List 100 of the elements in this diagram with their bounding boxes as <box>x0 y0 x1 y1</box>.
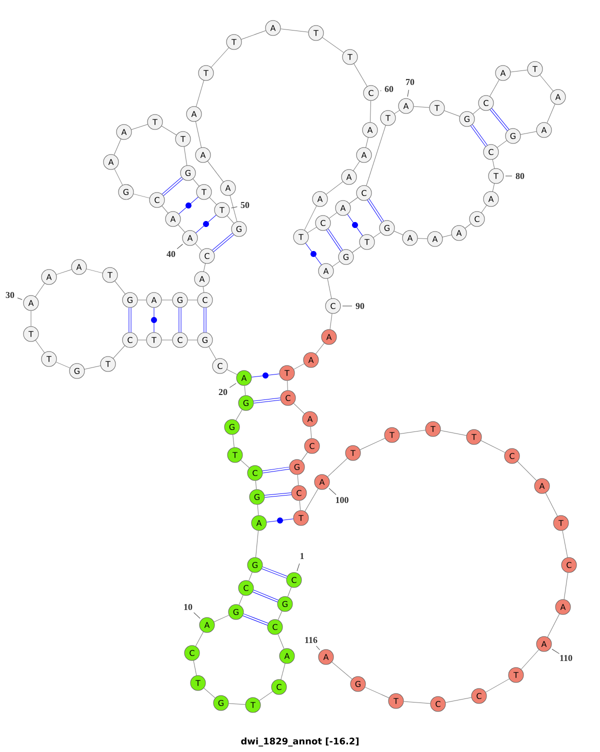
backbone-line <box>56 269 72 275</box>
backbone-line <box>184 146 188 166</box>
backbone-line <box>297 474 299 486</box>
backbone-line <box>162 206 168 214</box>
backbone-line <box>192 178 200 186</box>
backbone-line <box>204 688 216 698</box>
backbone-line <box>244 385 246 396</box>
position-number: 20 <box>218 383 236 396</box>
backbone-line <box>35 283 45 297</box>
backbone-line <box>232 434 234 448</box>
backbone-line <box>56 362 70 368</box>
backbone-line <box>394 230 404 236</box>
backbone-line <box>248 572 252 582</box>
backbone-line <box>490 80 500 96</box>
backbone-line <box>360 438 386 450</box>
backbone-line <box>209 197 217 205</box>
backbone-line <box>195 243 202 251</box>
backbone-line <box>547 614 560 638</box>
backbone-line <box>486 678 510 692</box>
backbone-line <box>280 28 309 32</box>
backbone-line <box>304 488 318 512</box>
backbone-line <box>210 48 230 68</box>
position-number: 90 <box>342 302 364 310</box>
backbone-line <box>133 194 150 198</box>
backbone-line <box>293 403 305 414</box>
backbone-line <box>214 614 230 622</box>
base-pair-line <box>151 308 157 332</box>
backbone-line <box>114 280 126 294</box>
backbone-line <box>445 697 472 703</box>
position-number: 100 <box>328 488 348 504</box>
backbone-line <box>492 159 495 169</box>
backbone-line <box>330 313 332 330</box>
backbone-line <box>492 183 495 192</box>
backbone-line <box>517 461 537 481</box>
base-pair-line <box>367 198 384 222</box>
backbone-line <box>497 140 507 148</box>
backbone-line <box>207 160 224 182</box>
backbone-line <box>316 342 324 354</box>
base-pair-line <box>490 108 510 131</box>
backbone-line <box>236 409 242 421</box>
backbone-line <box>399 430 426 434</box>
position-number: 30 <box>6 292 22 300</box>
backbone-line <box>480 440 506 453</box>
base-pair-line <box>326 228 343 252</box>
backbone-line <box>287 587 292 597</box>
backbone-line <box>440 430 467 436</box>
backbone-line <box>238 594 244 606</box>
backbone-line <box>328 212 338 219</box>
position-number: 40 <box>166 244 183 258</box>
backbone-line <box>322 37 344 53</box>
backbone-line <box>30 310 32 326</box>
base-pair-line <box>262 566 288 578</box>
backbone-line <box>178 224 186 232</box>
backbone-line <box>294 363 304 370</box>
backbone-line <box>562 530 568 558</box>
base-pair-line <box>204 308 206 332</box>
backbone-line <box>240 460 250 468</box>
position-number: 116 <box>305 636 320 650</box>
backbone-line <box>481 205 487 213</box>
caption: dwi_1829_annot [-16.2] <box>241 738 359 746</box>
backbone-line <box>255 480 257 490</box>
backbone-line <box>280 663 286 680</box>
backbone-line <box>195 121 202 148</box>
backbone-line <box>364 686 390 698</box>
backbone-line <box>226 369 238 375</box>
backbone-line <box>349 197 358 204</box>
base-pair-line <box>178 308 182 332</box>
position-number: 50 <box>231 202 250 208</box>
backbone-line <box>226 216 234 224</box>
base-pair-line <box>162 177 184 196</box>
position-number: 110 <box>552 648 572 662</box>
backbone-line <box>327 278 332 299</box>
backbone-line <box>278 610 282 620</box>
backbone-line <box>113 345 126 359</box>
backbone-line <box>203 263 206 272</box>
backbone-line <box>545 492 558 516</box>
backbone-line <box>510 70 528 72</box>
backbone-line <box>332 662 352 680</box>
backbone-line <box>520 131 537 135</box>
backbone-line <box>196 80 204 107</box>
backbone-line <box>257 504 259 516</box>
position-number: 60 <box>380 86 394 92</box>
backbone-line <box>418 238 428 239</box>
base-pair-line <box>128 308 132 332</box>
backbone-line <box>131 124 148 130</box>
backbone-line <box>287 380 288 390</box>
backbone-line <box>278 634 284 650</box>
backbone-line <box>366 137 368 148</box>
backbone-line <box>366 125 386 186</box>
base-pair-line <box>196 214 216 234</box>
backbone-line <box>230 195 238 222</box>
base-pair-line <box>347 214 363 236</box>
backbone-line <box>304 206 317 230</box>
backbone-line <box>301 452 308 461</box>
backbone-line <box>161 126 177 136</box>
backbone-line <box>332 261 340 267</box>
backbone-line <box>195 632 204 646</box>
base-pair-line <box>305 243 322 265</box>
backbone-line <box>540 74 554 92</box>
position-number: 80 <box>505 172 524 180</box>
